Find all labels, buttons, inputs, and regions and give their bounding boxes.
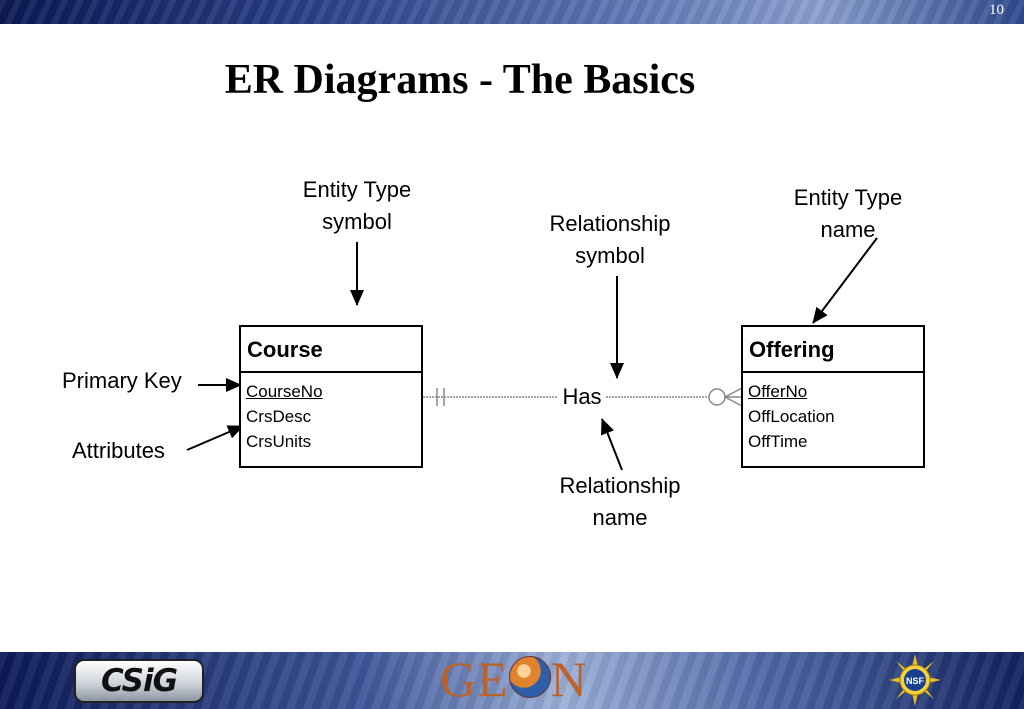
annotation-line-1: Entity Type (302, 177, 412, 202)
attribute-offtime: OffTime (748, 432, 808, 451)
annotation-line-1: Relationship (559, 473, 681, 498)
top-banner (0, 0, 1024, 24)
csig-logo: CSiG (74, 659, 204, 703)
nsf-logo-text: NSF (906, 676, 925, 686)
entity-course: Course CourseNo CrsDesc CrsUnits (239, 325, 423, 468)
annotation-relationship-symbol: Relationship symbol (525, 208, 695, 272)
entity-attributes-course: CourseNo CrsDesc CrsUnits (241, 373, 421, 454)
annotation-line-1: Relationship (549, 211, 671, 236)
annotation-attributes: Attributes (72, 438, 165, 463)
attribute-offerno: OfferNo (748, 382, 808, 401)
annotation-line-2: name (820, 217, 876, 242)
entity-offering: Offering OfferNo OffLocation OffTime (741, 325, 925, 468)
nsf-logo: NSF (889, 654, 941, 706)
annotation-relationship-name: Relationship name (535, 470, 705, 534)
attribute-crsdesc: CrsDesc (246, 407, 312, 426)
annotation-line-1: Entity Type (793, 185, 903, 210)
slide-number: 10 (989, 2, 1004, 18)
entity-name-course: Course (241, 327, 421, 373)
crows-foot-bottom (724, 396, 743, 407)
globe-icon (508, 656, 551, 698)
entity-name-offering: Offering (743, 327, 923, 373)
attribute-courseno: CourseNo (246, 382, 323, 401)
relationship-name-has: Has (562, 384, 602, 409)
annotation-primary-key: Primary Key (62, 368, 182, 393)
cardinality-zero-circle (708, 388, 726, 406)
arrow-relationship-name (600, 418, 623, 471)
annotation-entity-type-name: Entity Type name (763, 182, 933, 246)
crows-foot-top (724, 387, 743, 398)
annotation-line-2: name (592, 505, 648, 530)
entity-attributes-offering: OfferNo OffLocation OffTime (743, 373, 923, 454)
annotation-line-2: symbol (322, 209, 392, 234)
attribute-offlocation: OffLocation (748, 407, 835, 426)
attribute-crsunits: CrsUnits (246, 432, 312, 451)
arrow-attributes (186, 425, 244, 451)
annotation-line-2: symbol (575, 243, 645, 268)
annotation-entity-type-symbol: Entity Type symbol (272, 174, 442, 238)
slide-title: ER Diagrams - The Basics (224, 57, 696, 103)
arrow-entity-type-name (812, 237, 878, 324)
